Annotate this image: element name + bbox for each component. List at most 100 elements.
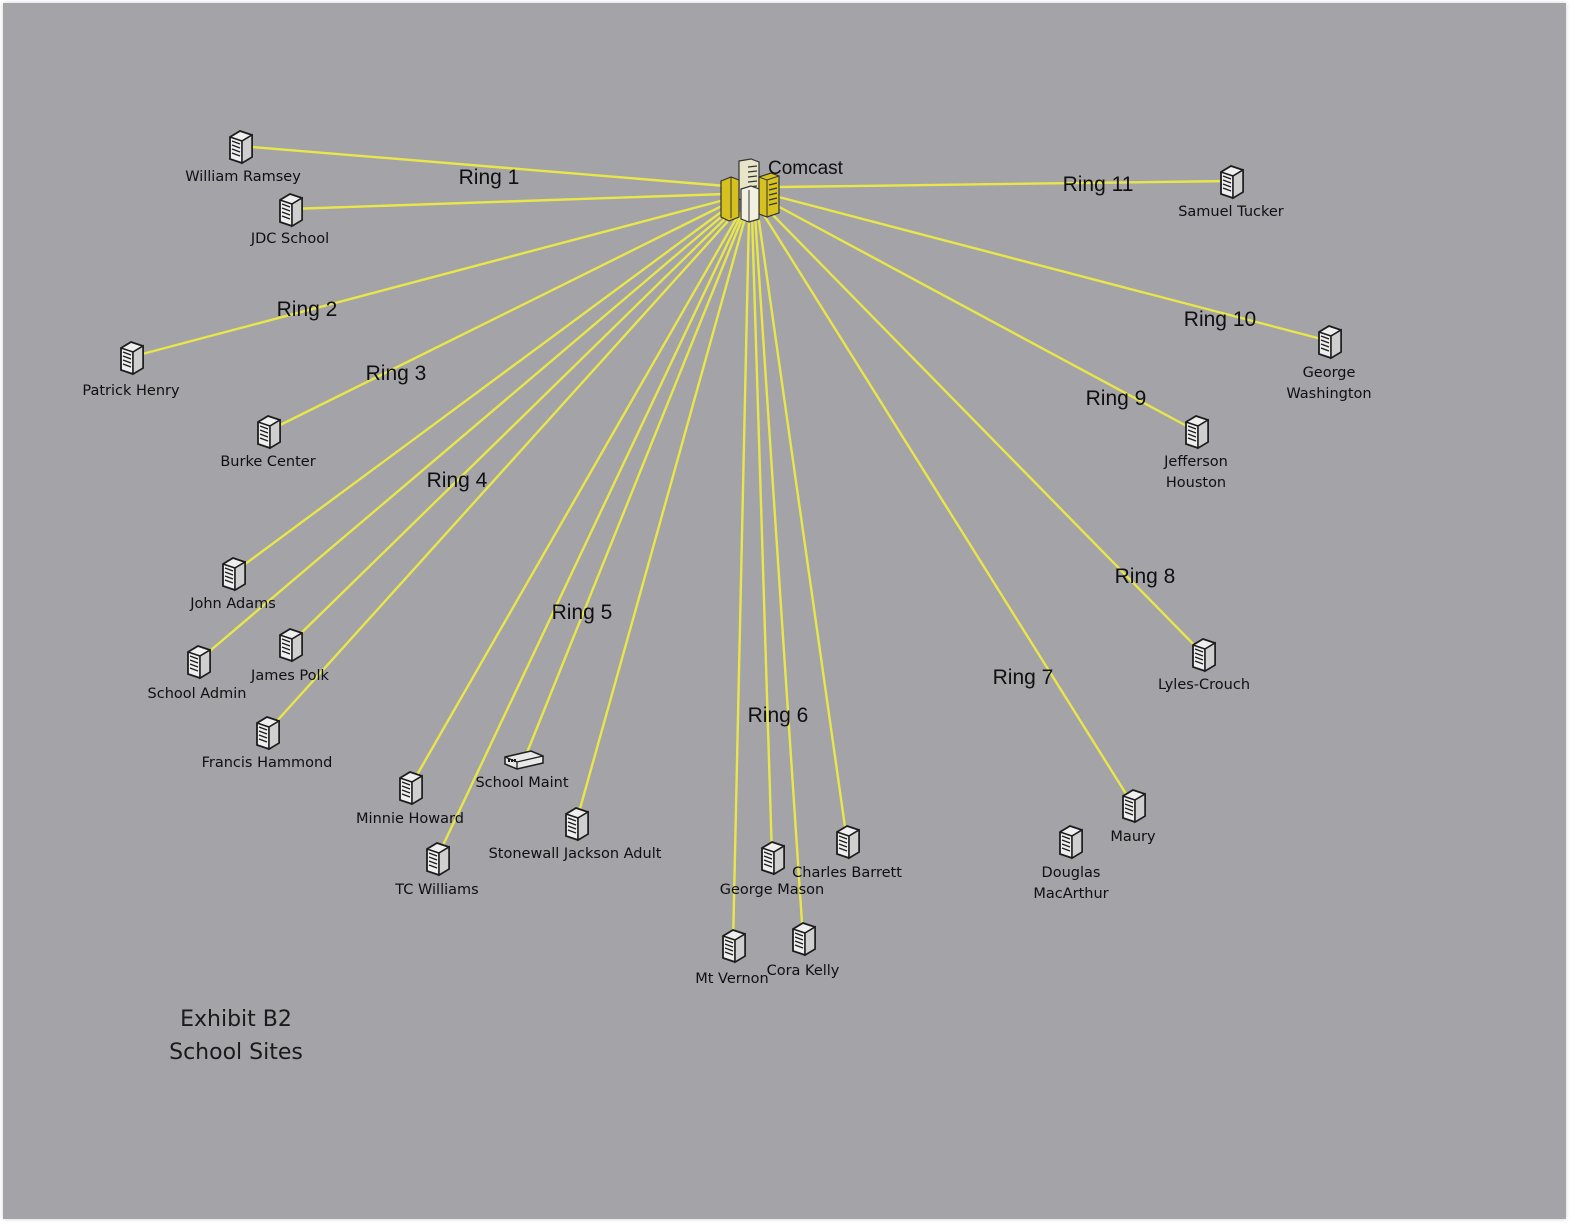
exhibit-subtitle: School Sites xyxy=(169,1040,303,1065)
site-label-cora-kelly: Cora Kelly xyxy=(767,963,840,979)
site-burke-center[interactable]: Burke Center xyxy=(220,415,316,470)
site-george-mason[interactable]: George Mason xyxy=(720,841,824,898)
site-label-jefferson-houston: Houston xyxy=(1166,475,1226,491)
site-label-charles-barrett: Charles Barrett xyxy=(792,865,902,881)
site-label-james-polk: James Polk xyxy=(250,668,329,684)
site-label-jefferson-houston: Jefferson xyxy=(1163,454,1228,470)
school-maint-network-switch-icon xyxy=(504,750,544,770)
site-label-francis-hammond: Francis Hammond xyxy=(202,755,333,771)
jdc-school-server-icon xyxy=(279,193,303,228)
douglas-macarthur-server-icon xyxy=(1059,825,1083,860)
lyles-crouch-server-icon xyxy=(1192,638,1216,673)
site-label-george-washington: George xyxy=(1303,365,1356,381)
link-george-mason xyxy=(750,214,774,858)
samuel-tucker-server-icon xyxy=(1220,165,1244,200)
site-label-william-ramsey: William Ramsey xyxy=(185,169,301,185)
ring-label-2: Ring 2 xyxy=(277,298,338,321)
link-william-ramsey xyxy=(239,144,727,188)
site-label-minnie-howard: Minnie Howard xyxy=(356,811,464,827)
site-minnie-howard[interactable]: Minnie Howard xyxy=(356,771,464,827)
link-cora-kelly xyxy=(753,214,805,939)
ring-label-8: Ring 8 xyxy=(1115,565,1176,588)
ring-label-7: Ring 7 xyxy=(993,666,1054,689)
hub-comcast[interactable]: Comcast xyxy=(720,158,844,223)
minnie-howard-server-icon xyxy=(399,771,423,806)
burke-center-server-icon xyxy=(257,415,281,450)
link-samuel-tucker xyxy=(778,179,1232,189)
site-mt-vernon[interactable]: Mt Vernon xyxy=(695,929,769,987)
site-label-tc-williams: TC Williams xyxy=(394,882,478,898)
site-school-maint[interactable]: School Maint xyxy=(475,750,569,791)
charles-barrett-server-icon xyxy=(836,825,860,860)
james-polk-server-icon xyxy=(279,628,303,663)
site-william-ramsey[interactable]: William Ramsey xyxy=(185,130,301,185)
link-john-adams xyxy=(232,203,733,574)
site-label-douglas-macarthur: Douglas xyxy=(1042,865,1101,881)
ring-label-5: Ring 5 xyxy=(552,601,613,624)
link-lyles-crouch xyxy=(765,207,1204,655)
ring-label-1: Ring 1 xyxy=(459,166,520,189)
patrick-henry-server-icon xyxy=(120,341,144,376)
site-tc-williams[interactable]: TC Williams xyxy=(394,842,479,898)
link-maury xyxy=(760,211,1135,806)
site-label-john-adams: John Adams xyxy=(189,596,276,612)
office-building-icon xyxy=(720,158,780,223)
link-mt-vernon xyxy=(731,214,751,946)
ring-label-9: Ring 9 xyxy=(1086,387,1147,410)
site-label-douglas-macarthur: MacArthur xyxy=(1033,886,1108,902)
link-stonewall-jackson-adult xyxy=(574,214,748,824)
site-maury[interactable]: Maury xyxy=(1110,789,1156,845)
john-adams-server-icon xyxy=(222,557,246,592)
link-school-admin xyxy=(197,205,735,662)
site-label-george-washington: Washington xyxy=(1286,386,1371,402)
school-admin-server-icon xyxy=(187,645,211,680)
site-samuel-tucker[interactable]: Samuel Tucker xyxy=(1178,165,1284,220)
site-james-polk[interactable]: James Polk xyxy=(250,628,330,684)
link-james-polk xyxy=(289,207,737,645)
site-jdc-school[interactable]: JDC School xyxy=(250,193,329,247)
site-patrick-henry[interactable]: Patrick Henry xyxy=(82,341,180,399)
site-cora-kelly[interactable]: Cora Kelly xyxy=(767,922,840,979)
exhibit-caption: Exhibit B2 School Sites xyxy=(121,1003,351,1069)
link-burke-center xyxy=(267,200,731,433)
link-francis-hammond xyxy=(266,209,739,733)
link-school-maint xyxy=(522,213,746,761)
site-label-stonewall-jackson-adult: Stonewall Jackson Adult xyxy=(489,846,662,862)
site-label-school-admin: School Admin xyxy=(148,686,247,702)
exhibit-title: Exhibit B2 xyxy=(180,1007,292,1032)
jefferson-houston-server-icon xyxy=(1185,415,1209,450)
site-francis-hammond[interactable]: Francis Hammond xyxy=(202,716,333,771)
site-stonewall-jackson-adult[interactable]: Stonewall Jackson Adult xyxy=(489,807,662,862)
maury-server-icon xyxy=(1122,789,1146,824)
site-label-school-maint: School Maint xyxy=(475,775,568,791)
site-label-maury: Maury xyxy=(1110,829,1156,845)
site-label-jdc-school: JDC School xyxy=(250,231,329,247)
site-label-mt-vernon: Mt Vernon xyxy=(695,971,768,987)
site-label-lyles-crouch: Lyles-Crouch xyxy=(1158,677,1250,693)
ring-links xyxy=(130,144,1330,946)
link-minnie-howard xyxy=(408,211,742,788)
william-ramsey-server-icon xyxy=(229,130,253,165)
ring-label-11: Ring 11 xyxy=(1063,173,1134,196)
link-tc-williams xyxy=(435,212,744,859)
site-charles-barrett[interactable]: Charles Barrett xyxy=(792,825,902,881)
cora-kelly-server-icon xyxy=(792,922,816,957)
ring-label-10: Ring 10 xyxy=(1184,308,1256,331)
mt-vernon-server-icon xyxy=(722,929,746,964)
site-label-burke-center: Burke Center xyxy=(220,454,315,470)
site-john-adams[interactable]: John Adams xyxy=(189,557,276,612)
site-lyles-crouch[interactable]: Lyles-Crouch xyxy=(1158,638,1250,693)
link-jdc-school xyxy=(289,192,727,211)
george-mason-server-icon xyxy=(761,841,785,876)
site-school-admin[interactable]: School Admin xyxy=(148,645,247,702)
site-label-george-mason: George Mason xyxy=(720,882,824,898)
hub-label: Comcast xyxy=(768,158,844,179)
george-washington-server-icon xyxy=(1318,325,1342,360)
